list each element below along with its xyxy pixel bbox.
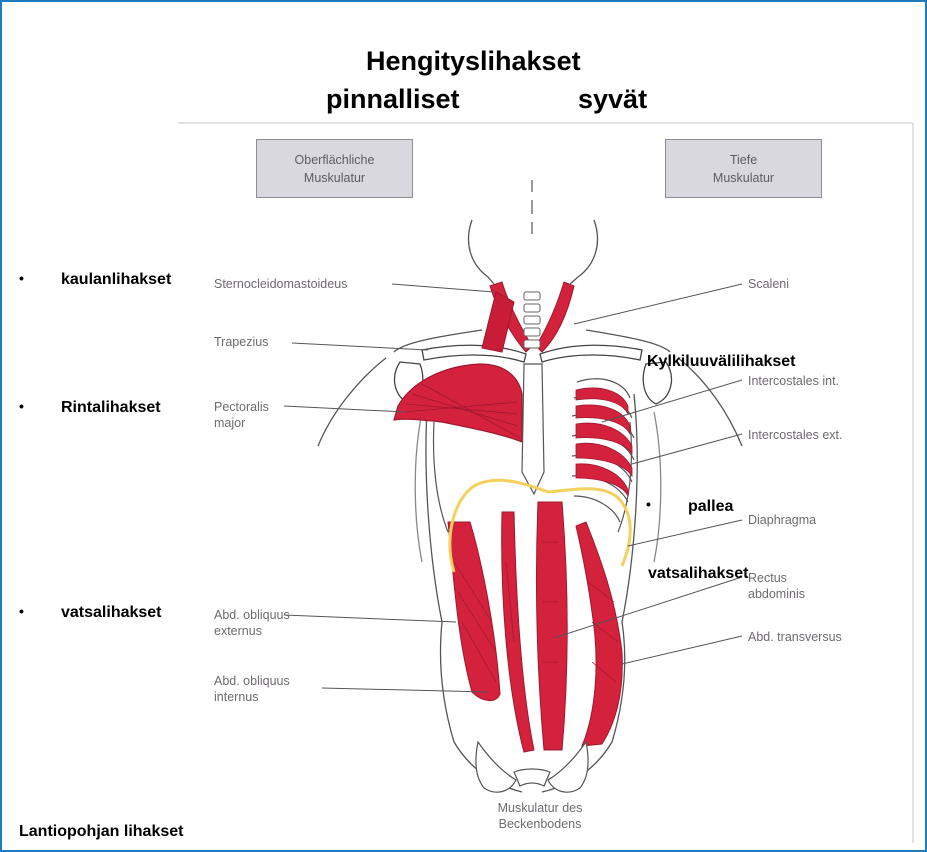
label-abd-transversus: Abd. transversus xyxy=(748,629,848,645)
bullet-chest: • xyxy=(19,398,24,414)
abdominal-muscles xyxy=(448,502,622,752)
intercostal-muscles xyxy=(576,388,632,496)
label-intercostales-int: Intercostales int. xyxy=(748,373,839,389)
label-scaleni: Scaleni xyxy=(748,276,789,292)
label-neck-muscles: kaulanlihakset xyxy=(61,271,171,289)
page-title: Hengityslihakset xyxy=(366,46,581,77)
label-pectoralis-major: Pectoralis major xyxy=(214,399,286,431)
subtitle-superficial: pinnalliset xyxy=(326,84,460,115)
label-diaphragma: Diaphragma xyxy=(748,512,816,528)
label-sternocleidomastoideus: Sternocleidomastoideus xyxy=(214,276,347,292)
label-intercostales-ext: Intercostales ext. xyxy=(748,427,843,443)
sternum xyxy=(522,364,544,494)
label-pelvic-floor-muscles: Lantiopohjan lihakset xyxy=(19,823,183,841)
subtitle-deep: syvät xyxy=(578,84,647,115)
label-abdominal-muscles-left: vatsalihakset xyxy=(61,604,162,622)
deep-muscles-box-label: Tiefe Muskulatur xyxy=(699,151,789,187)
deep-muscles-box: Tiefe Muskulatur xyxy=(665,139,822,198)
superficial-muscles-box-label: Oberflächliche Muskulatur xyxy=(280,151,390,187)
label-abdominal-muscles-right: vatsalihakset xyxy=(648,565,749,583)
label-chest-muscles: Rintalihakset xyxy=(61,399,161,417)
superficial-muscles-box: Oberflächliche Muskulatur xyxy=(256,139,413,198)
neck-vertebrae xyxy=(524,292,540,348)
label-intercostal-muscles: Kylkiluuvälilihakset xyxy=(647,353,796,371)
label-obliquus-externus: Abd. obliquus externus xyxy=(214,607,304,639)
bullet-neck: • xyxy=(19,270,24,286)
label-obliquus-internus: Abd. obliquus internus xyxy=(214,673,324,705)
bullet-diaphragm: • xyxy=(646,496,651,512)
label-diaphragm: pallea xyxy=(688,498,733,516)
label-pelvic-floor-german: Muskulatur des Beckenbodens xyxy=(480,800,600,832)
label-rectus-abdominis: Rectus abdominis xyxy=(748,570,818,602)
label-trapezius: Trapezius xyxy=(214,334,268,350)
bullet-abdominal: • xyxy=(19,603,24,619)
